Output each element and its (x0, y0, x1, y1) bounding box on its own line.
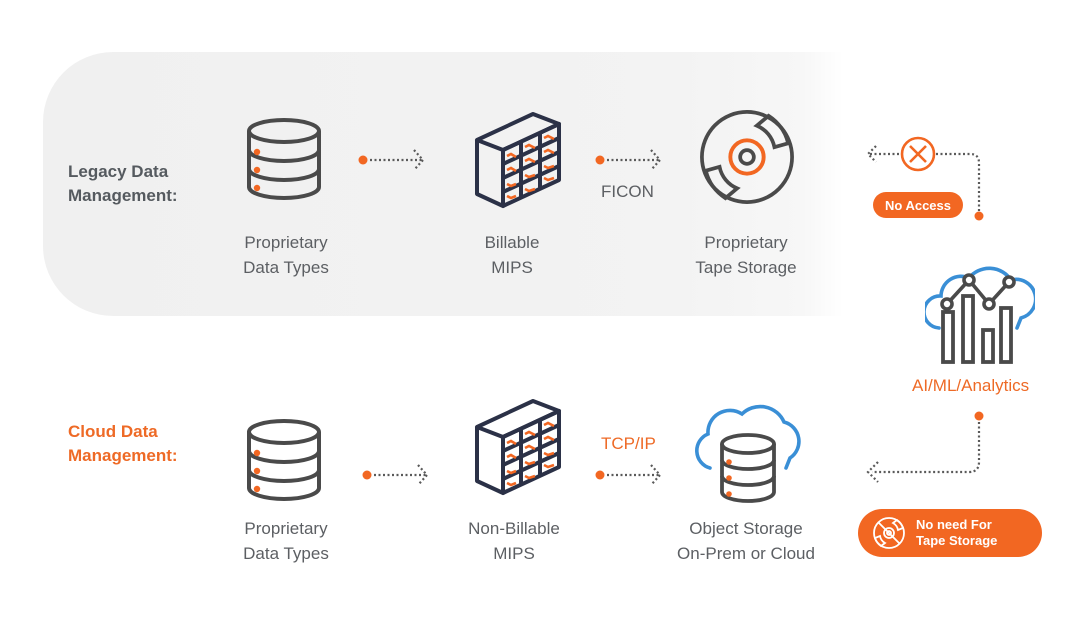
flow-arrow-icon (358, 145, 428, 175)
caption-line: Proprietary (704, 233, 788, 252)
cloud-label-line2: Management: (68, 446, 178, 465)
database-icon (244, 117, 324, 201)
mips-server-grid-icon (473, 397, 563, 497)
legacy-row-label: Legacy Data Management: (68, 160, 178, 208)
flow-arrow-icon (595, 145, 665, 175)
caption-line: Billable (484, 233, 540, 252)
analytics-label: AI/ML/Analytics (912, 376, 1030, 395)
caption-line: Tape Storage (695, 258, 797, 277)
tape-disc-icon (698, 108, 796, 206)
cloud-node-3-caption: Object Storage On-Prem or Cloud (646, 516, 846, 566)
badge-line: Tape Storage (916, 533, 998, 548)
cloud-database-icon (688, 396, 808, 506)
analytics-return-path (866, 411, 984, 483)
legacy-label-line1: Legacy Data (68, 162, 169, 181)
blocked-return-path (866, 136, 984, 221)
legacy-node-3-caption: Proprietary Tape Storage (646, 230, 846, 280)
legacy-label-line2: Management: (68, 186, 178, 205)
legacy-node-2-caption: Billable MIPS (412, 230, 612, 280)
no-access-badge: No Access (873, 192, 963, 218)
cloud-node-2-caption: Non-Billable MIPS (414, 516, 614, 566)
cloud-analytics-chart-icon (925, 258, 1035, 368)
flow-arrow-icon (362, 460, 432, 490)
caption-line: Proprietary (244, 233, 328, 252)
caption-line: MIPS (493, 544, 535, 563)
cloud-node-1-caption: Proprietary Data Types (186, 516, 386, 566)
tape-disc-icon (873, 517, 905, 549)
caption-line: Data Types (243, 258, 329, 277)
badge-line: No need For (916, 517, 992, 532)
cloud-row-label: Cloud Data Management: (68, 420, 178, 468)
mips-server-grid-icon (473, 110, 563, 210)
caption-line: Object Storage (689, 519, 803, 538)
no-tape-storage-badge: No need For Tape Storage (858, 509, 1042, 557)
legacy-node-1-caption: Proprietary Data Types (186, 230, 386, 280)
caption-line: MIPS (491, 258, 533, 277)
caption-line: On-Prem or Cloud (677, 544, 815, 563)
no-tape-text: No need For Tape Storage (916, 517, 997, 549)
caption-line: Proprietary (244, 519, 328, 538)
flow-arrow-icon (595, 460, 665, 490)
database-icon (244, 418, 324, 502)
cloud-label-line1: Cloud Data (68, 422, 158, 441)
tcpip-label: TCP/IP (601, 434, 656, 453)
x-circle-icon (900, 136, 936, 172)
caption-line: Data Types (243, 544, 329, 563)
caption-line: Non-Billable (468, 519, 560, 538)
ficon-label: FICON (601, 182, 654, 201)
